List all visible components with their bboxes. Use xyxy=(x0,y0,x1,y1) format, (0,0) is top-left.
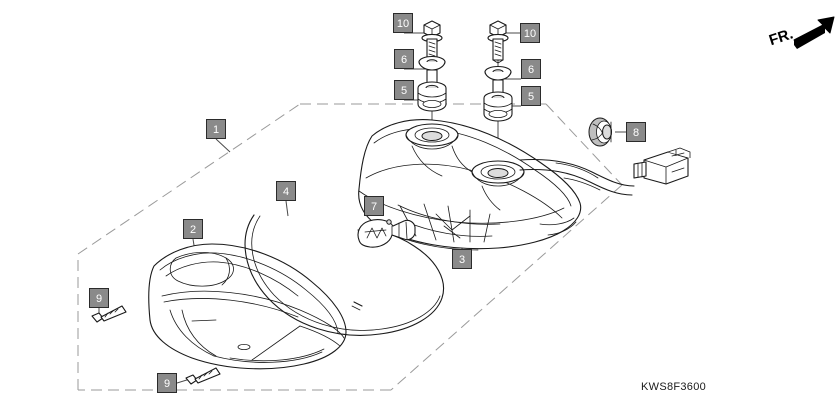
callout-6-washer-right[interactable]: 6 xyxy=(521,59,541,79)
rear-harness-art xyxy=(519,159,635,196)
flange-bolt-right-art xyxy=(487,20,509,64)
rubber-collar-right-art xyxy=(483,91,513,122)
wire-grommet-art xyxy=(588,117,612,147)
taillight-lens-art xyxy=(148,243,347,370)
assembly-boundary-dashed xyxy=(77,103,623,391)
callout-1-taillight-assembly[interactable]: 1 xyxy=(206,119,226,139)
callout-5-rubber-mount-collar-left[interactable]: 5 xyxy=(394,80,414,100)
washer-left-art xyxy=(418,55,446,87)
callout-6-washer-left[interactable]: 6 xyxy=(394,49,414,69)
callout-3-taillight-housing[interactable]: 3 xyxy=(452,249,472,269)
taillight-bulb-art xyxy=(357,219,416,248)
callout-8-wire-grommet[interactable]: 8 xyxy=(626,122,646,142)
wire-harness-art xyxy=(244,214,444,336)
callout-7-taillight-bulb[interactable]: 7 xyxy=(364,196,384,216)
tapping-screw-bottom-art xyxy=(185,367,221,385)
callout-5-rubber-mount-collar-right[interactable]: 5 xyxy=(521,86,541,106)
flange-bolt-left-art xyxy=(421,20,443,64)
part-number-label: KWS8F3600 xyxy=(641,381,707,393)
callout-10-flange-bolt-left[interactable]: 10 xyxy=(393,13,413,33)
rubber-collar-left-art xyxy=(417,81,447,112)
callout-4-wire-harness[interactable]: 4 xyxy=(276,181,296,201)
callout-9-tapping-screw-left[interactable]: 9 xyxy=(89,288,109,308)
callout-2-taillight-lens-cover[interactable]: 2 xyxy=(183,219,203,239)
front-direction-arrow-icon xyxy=(793,16,835,49)
wire-connector-art xyxy=(633,147,691,185)
callout-9-tapping-screw-bottom[interactable]: 9 xyxy=(157,373,177,393)
tapping-screw-left-art xyxy=(91,305,127,323)
callout-10-flange-bolt-right[interactable]: 10 xyxy=(520,23,540,43)
